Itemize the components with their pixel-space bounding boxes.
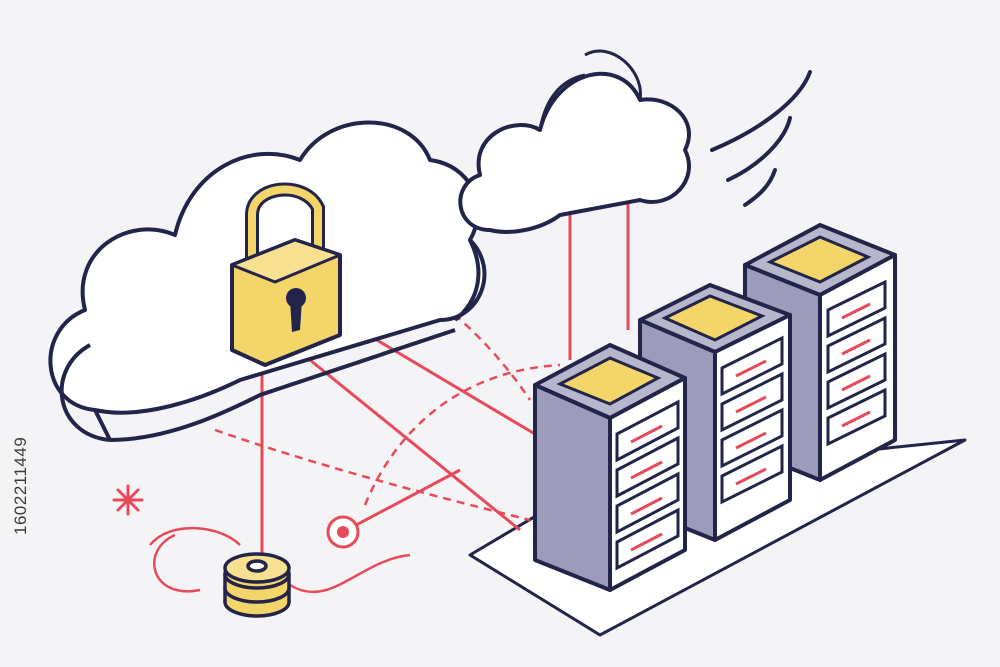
wifi-signal-icon — [710, 70, 812, 207]
target-node-icon — [326, 515, 360, 549]
server-rack-front — [533, 343, 687, 592]
network-lines — [149, 185, 630, 594]
sparkle-icon — [112, 484, 144, 516]
small-cloud-icon — [458, 49, 691, 234]
stock-image-id: 1602211449 — [11, 436, 30, 535]
padlock-icon — [230, 182, 342, 367]
database-icon — [223, 552, 291, 618]
